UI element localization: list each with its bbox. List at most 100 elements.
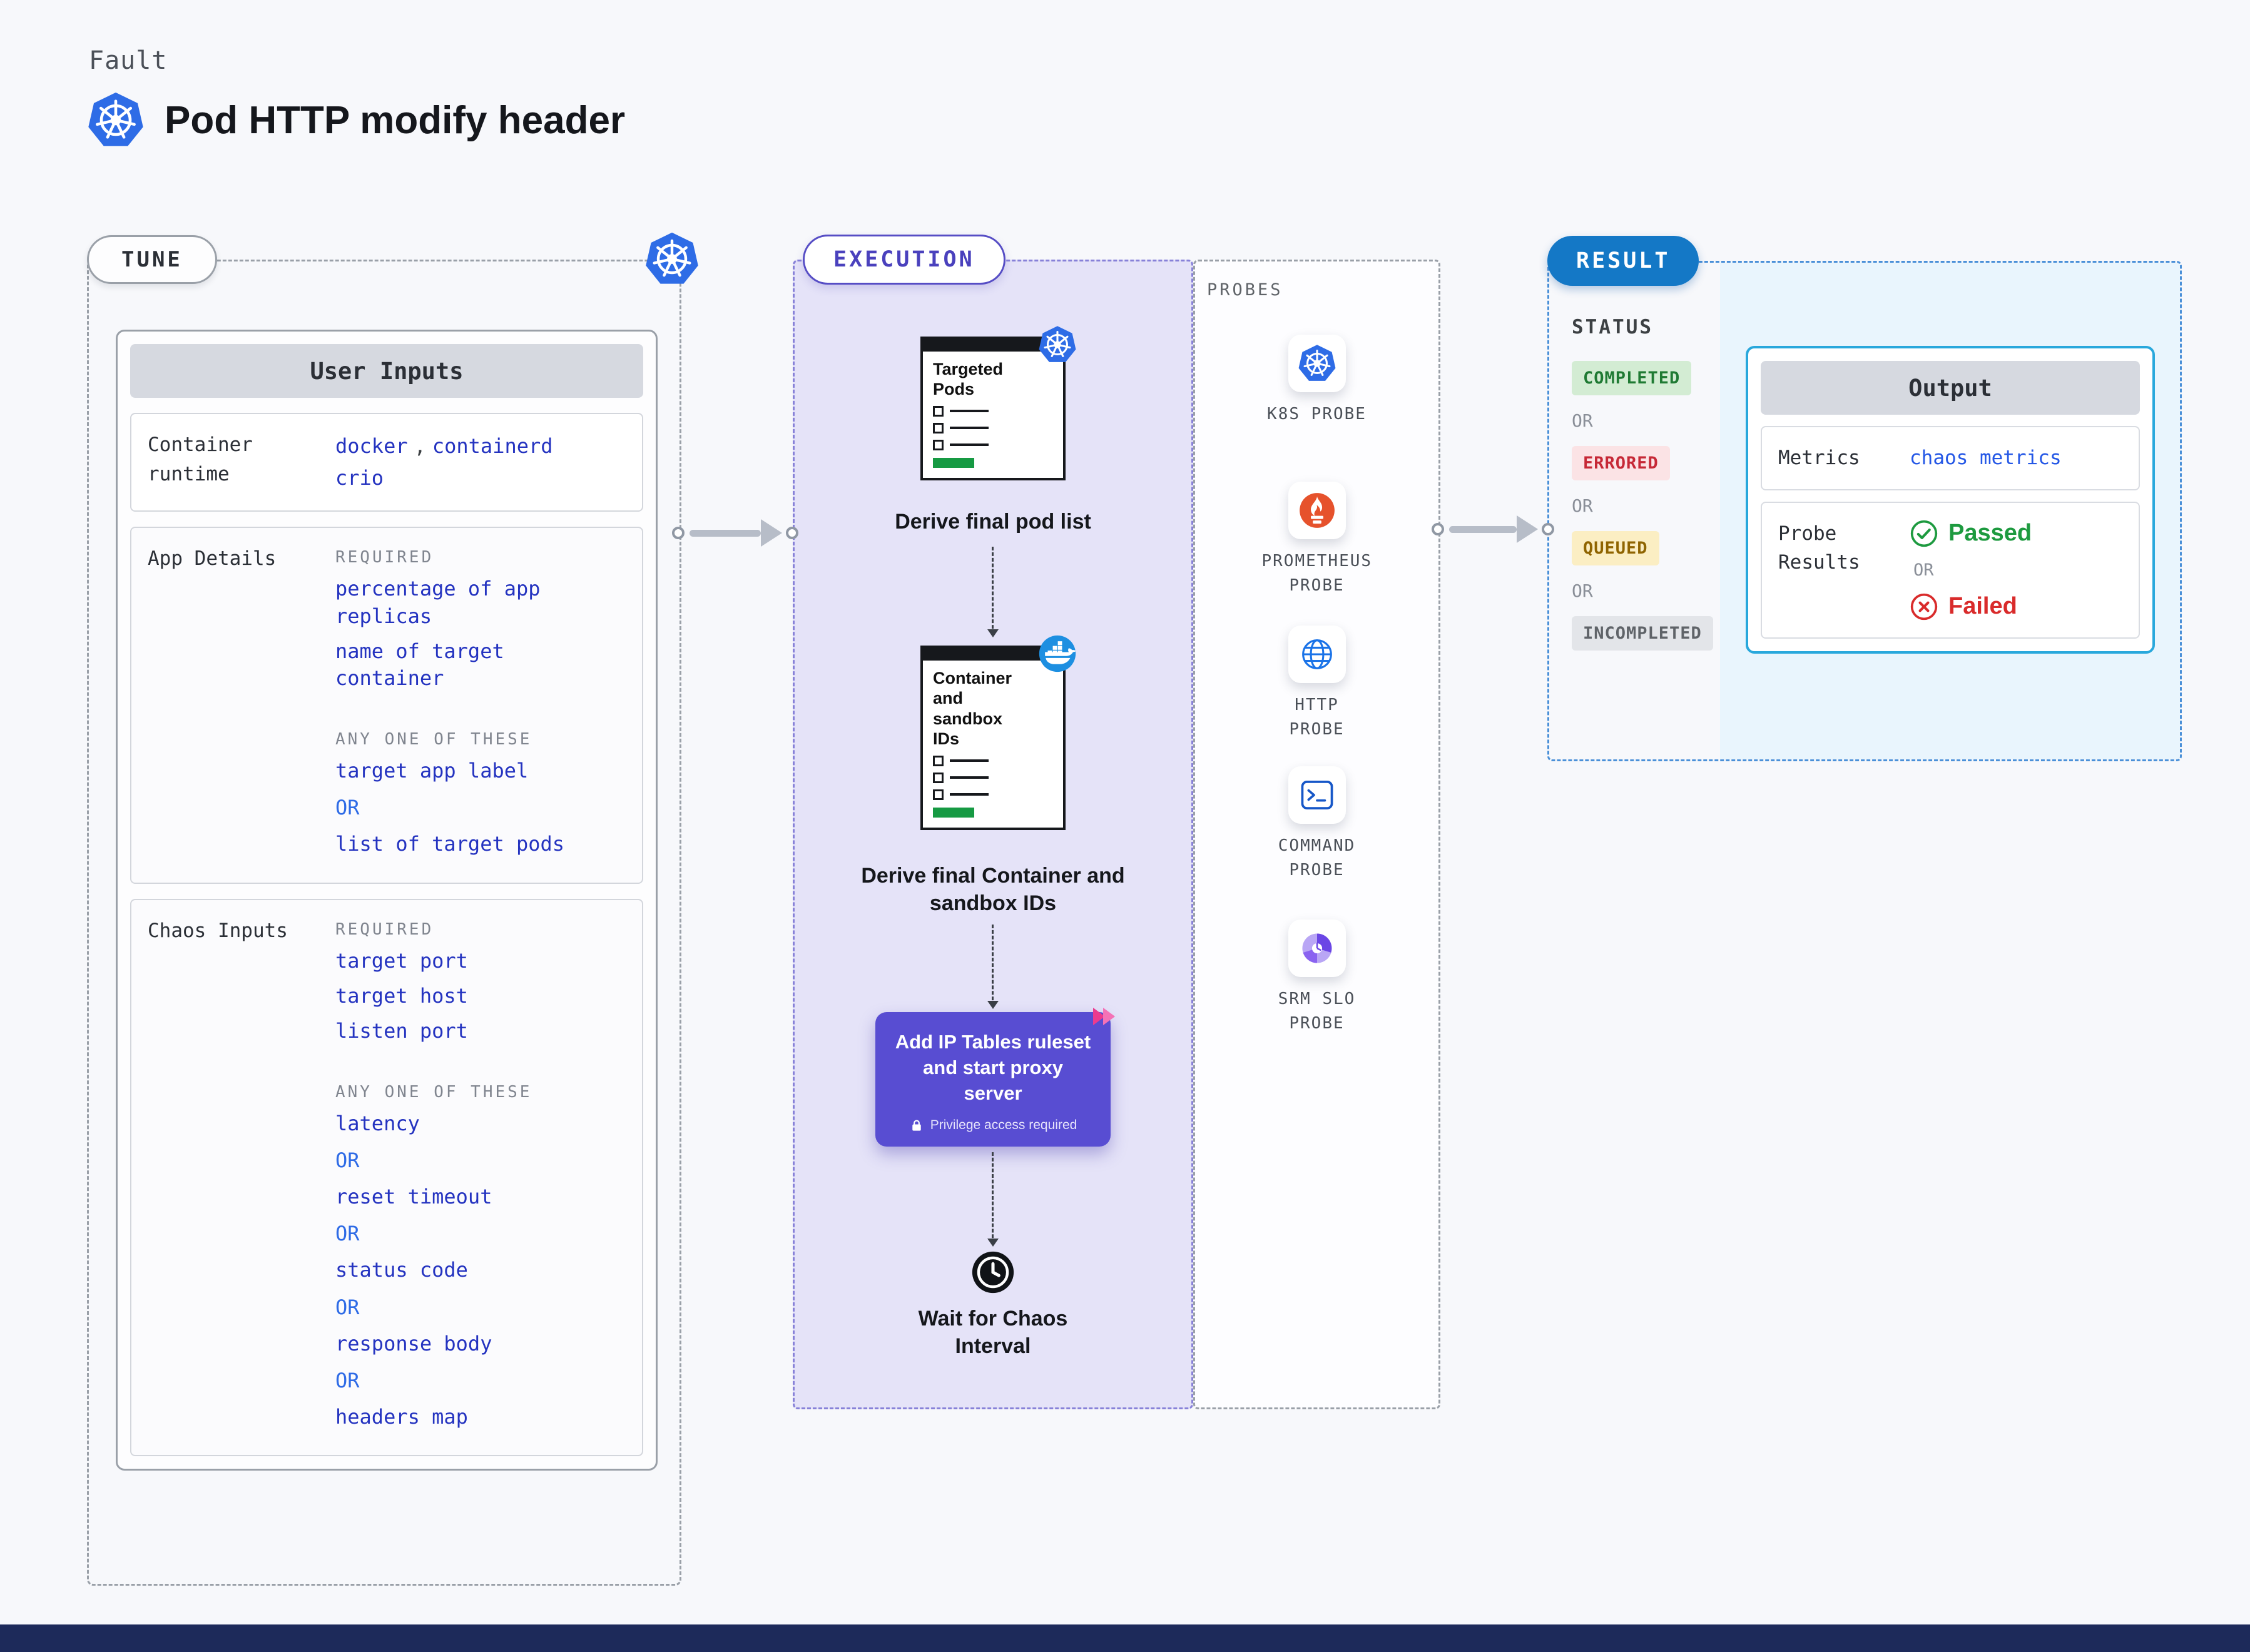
probe-item: PROMETHEUS PROBE	[1193, 482, 1440, 598]
kubernetes-icon	[1298, 344, 1336, 383]
probes-label: PROBES	[1207, 280, 1283, 300]
probe-item: HTTP PROBE	[1193, 626, 1440, 742]
arrow-head	[1517, 515, 1538, 543]
or-label: OR	[1572, 495, 1593, 516]
chaos-inputs-section: Chaos Inputs REQUIRED target port target…	[130, 898, 643, 1456]
input-item: response body	[335, 1331, 492, 1356]
x-icon	[1910, 592, 1938, 621]
probe-results-label: Probe Results	[1778, 522, 1860, 574]
runtime-separator: ,	[414, 434, 426, 458]
app-details-label: App Details	[148, 547, 277, 570]
passed-line: Passed	[1910, 519, 2032, 548]
list-line	[950, 410, 989, 413]
or-label: OR	[335, 796, 360, 820]
connector-dot	[786, 527, 798, 539]
or-label: OR	[1572, 580, 1593, 601]
status-badge-incompleted: INCOMPLETED	[1572, 616, 1713, 651]
clock-icon	[970, 1250, 1016, 1295]
status-badge-errored: ERRORED	[1572, 446, 1670, 480]
any-one-label: ANY ONE OF THESE	[335, 730, 532, 749]
privilege-note: Privilege access required	[894, 1118, 1092, 1133]
probe-label: PROMETHEUS PROBE	[1261, 552, 1373, 595]
input-item: percentage of app replicas	[335, 577, 541, 628]
step-caption: Derive final pod list	[895, 510, 1091, 534]
probes-section	[1193, 260, 1440, 1409]
docker-icon	[1038, 634, 1077, 673]
lock-icon	[909, 1118, 924, 1133]
flow-arrow-down	[987, 925, 999, 1009]
connector-dot	[1432, 523, 1444, 535]
probe-label: HTTP PROBE	[1289, 696, 1345, 739]
status-badge-queued: QUEUED	[1572, 531, 1659, 565]
input-item: headers map	[335, 1404, 468, 1429]
doc-header-bar	[923, 339, 1063, 352]
user-inputs-title: User Inputs	[130, 344, 643, 398]
any-one-label: ANY ONE OF THESE	[335, 1083, 532, 1102]
probe-card	[1288, 335, 1346, 392]
targeted-pods-doc: Targeted Pods	[920, 337, 1066, 480]
container-runtime-label: Container runtime	[148, 433, 253, 485]
progress-bar	[933, 807, 974, 818]
or-label: OR	[335, 1368, 360, 1392]
probe-card	[1288, 482, 1346, 539]
flow-arrow-down	[987, 1152, 999, 1247]
doc-header-bar	[923, 648, 1063, 661]
command-probe-icon	[1298, 776, 1336, 814]
progress-bar	[933, 457, 974, 468]
input-item: target host	[335, 983, 468, 1008]
runtime-value-containerd: containerd	[432, 434, 553, 458]
prometheus-icon	[1298, 491, 1336, 530]
bottom-bar	[0, 1624, 2250, 1652]
checkbox-icon	[933, 439, 944, 450]
runtime-value-crio: crio	[335, 466, 384, 490]
metrics-row: Metrics chaos metrics	[1761, 426, 2140, 490]
probe-label: COMMAND PROBE	[1278, 836, 1356, 879]
kubernetes-icon	[644, 231, 700, 286]
probe-label: K8S PROBE	[1267, 405, 1367, 423]
kubernetes-icon	[87, 91, 145, 149]
passed-label: Passed	[1948, 520, 2032, 546]
execution-to-result-arrow	[1432, 514, 1554, 544]
tune-section	[87, 260, 681, 1586]
input-item: reset timeout	[335, 1185, 492, 1209]
chaos-inputs-label: Chaos Inputs	[148, 919, 288, 942]
input-item: target app label	[335, 759, 529, 783]
probe-card	[1288, 920, 1346, 977]
fault-kicker: Fault	[89, 46, 168, 75]
or-label: OR	[1913, 560, 1934, 580]
status-badge-completed: COMPLETED	[1572, 361, 1692, 395]
list-line	[950, 776, 989, 779]
connector-dot	[1542, 523, 1554, 535]
flow-arrow-down	[987, 547, 999, 637]
list-line	[950, 443, 989, 447]
tune-to-execution-arrow	[672, 518, 798, 548]
doc-title: Targeted Pods	[933, 360, 1004, 399]
input-item: target port	[335, 948, 468, 973]
container-runtime-values: docker,containerd crio	[335, 430, 626, 494]
checkbox-icon	[933, 405, 944, 417]
input-item: list of target pods	[335, 832, 565, 856]
list-line	[950, 427, 989, 430]
kubernetes-icon	[1038, 325, 1077, 364]
output-title: Output	[1761, 361, 2140, 415]
container-runtime-row: Container runtime docker,containerd crio	[130, 413, 643, 512]
probe-label: SRM SLO PROBE	[1278, 990, 1356, 1033]
or-label: OR	[335, 1148, 360, 1173]
input-item: name of target container	[335, 639, 504, 690]
probe-item: K8S PROBE	[1193, 335, 1440, 427]
tune-label: TUNE	[87, 235, 217, 284]
arrow-line	[1449, 525, 1517, 533]
iptables-action-box: Add IP Tables ruleset and start proxy se…	[875, 1012, 1111, 1147]
checkbox-icon	[933, 422, 944, 433]
probe-card	[1288, 766, 1346, 824]
or-label: OR	[335, 1295, 360, 1319]
doc-body: Container and sandbox IDs	[923, 661, 1063, 828]
or-label: OR	[335, 1222, 360, 1246]
input-item: listen port	[335, 1018, 468, 1043]
action-title: Add IP Tables ruleset and start proxy se…	[895, 1031, 1091, 1104]
http-probe-icon	[1298, 635, 1336, 674]
checkbox-icon	[933, 772, 944, 783]
execution-label: EXECUTION	[803, 235, 1005, 285]
probe-item: SRM SLO PROBE	[1193, 920, 1440, 1036]
list-line	[950, 793, 989, 796]
